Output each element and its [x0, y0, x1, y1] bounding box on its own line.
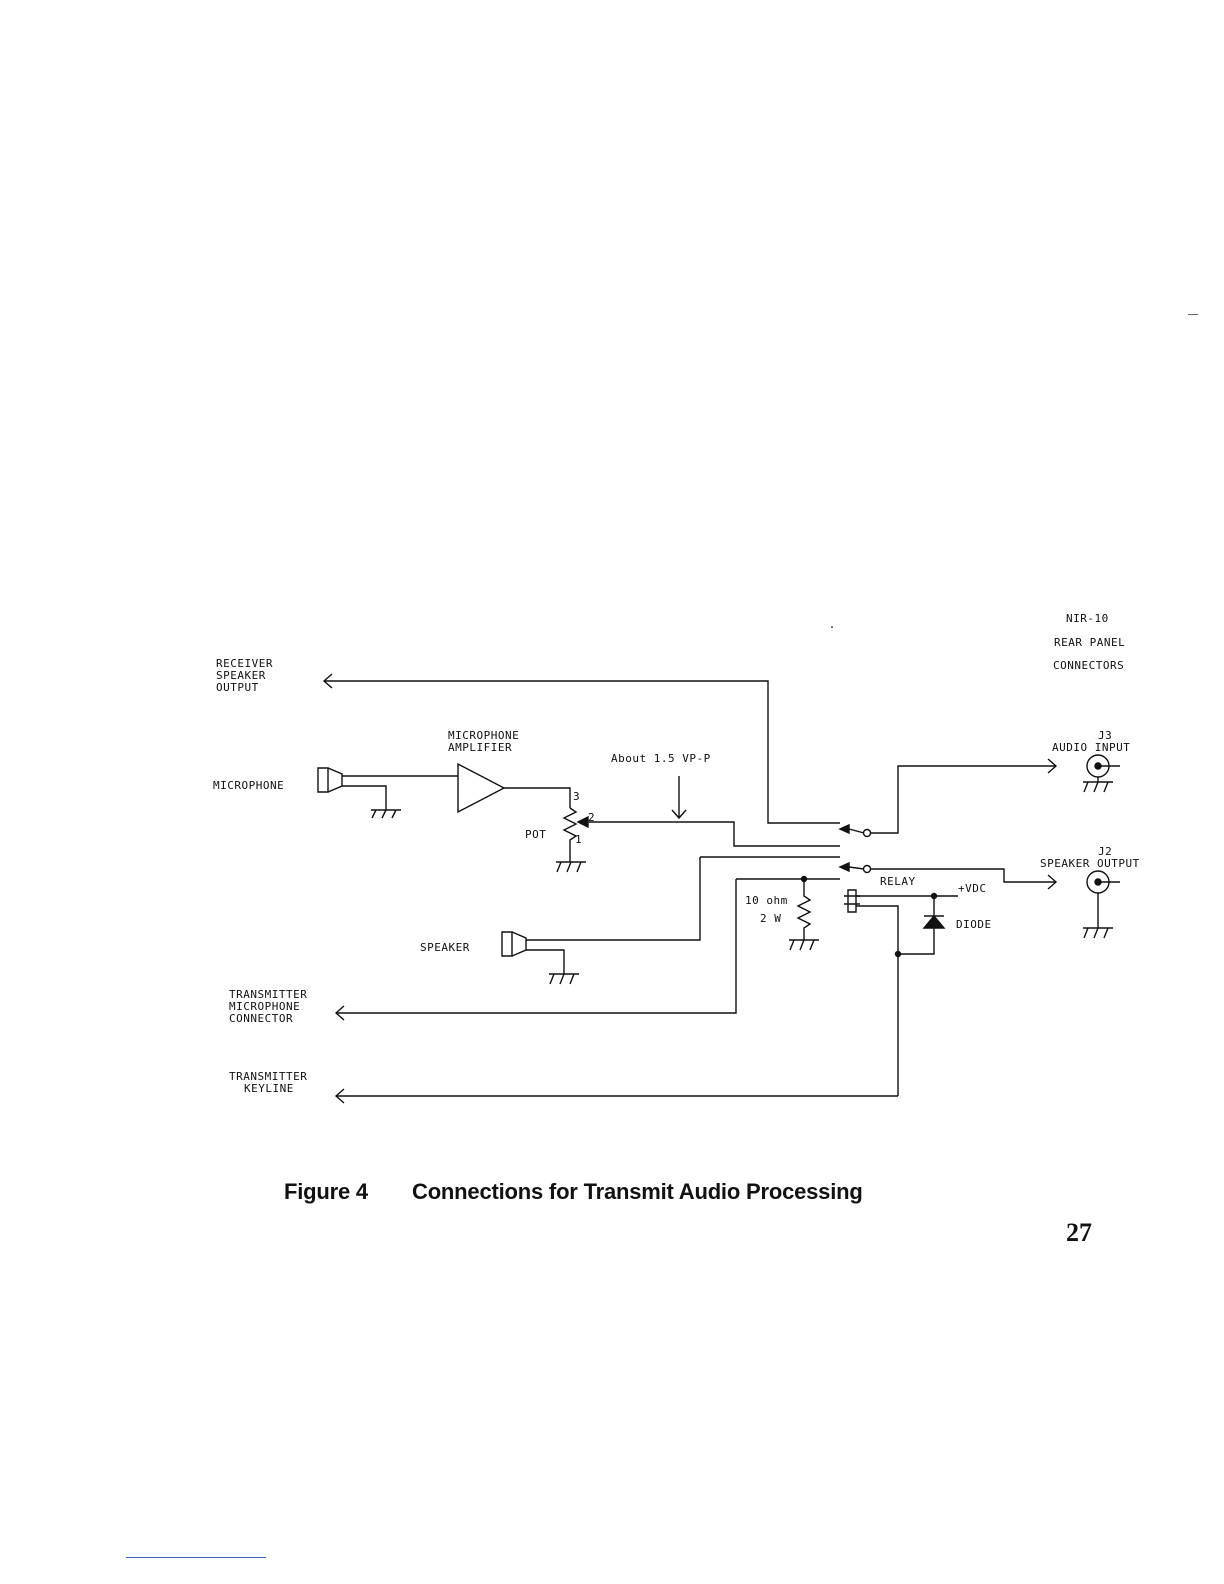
- relay-contact-lower-blade: [849, 867, 864, 869]
- figure-title: Connections for Transmit Audio Processin…: [412, 1179, 863, 1204]
- microphone-icon: [318, 768, 328, 792]
- ground-icon: [1083, 928, 1113, 938]
- diode-label: DIODE: [956, 918, 992, 931]
- figure-number: Figure 4: [284, 1179, 412, 1205]
- j3-audio-input-connector: J3 AUDIO INPUT: [1048, 729, 1130, 792]
- speaker-wire: [526, 857, 700, 940]
- mic-amplifier: MICROPHONE AMPLIFIER: [448, 729, 570, 812]
- pot-pin-1: 1: [575, 833, 582, 846]
- relay-label: RELAY: [880, 875, 916, 888]
- potentiometer: 3 2 1 POT: [525, 790, 840, 872]
- pot-label: POT: [525, 828, 546, 841]
- pot-wiper-wire: [588, 822, 840, 846]
- relay-contact-arrow-icon: [840, 863, 849, 871]
- speaker-cone: [512, 932, 526, 956]
- resistor-label-line1: 10 ohm: [745, 894, 788, 907]
- panel-heading: NIR-10 REAR PANEL CONNECTORS: [1053, 612, 1125, 672]
- speaker-ground-wire: [526, 950, 564, 974]
- level-label: About 1.5 VP-P: [611, 752, 711, 765]
- amp-label-line2: AMPLIFIER: [448, 741, 512, 754]
- ground-icon: [371, 810, 401, 818]
- panel-heading-line2: REAR PANEL: [1054, 636, 1125, 649]
- page-number: 27: [1066, 1218, 1092, 1248]
- level-annotation: About 1.5 VP-P: [611, 752, 711, 818]
- j2-function-label: SPEAKER OUTPUT: [1040, 857, 1140, 870]
- amplifier-triangle-icon: [458, 764, 504, 812]
- pot-pin-3: 3: [573, 790, 580, 803]
- tx-mic-wire: [336, 879, 736, 1013]
- relay-coil-windings: [844, 896, 860, 904]
- tx-mic-connector: TRANSMITTER MICROPHONE CONNECTOR: [229, 879, 736, 1025]
- j2-speaker-output-connector: J2 SPEAKER OUTPUT: [1040, 845, 1140, 938]
- pot-wiper-arrow-icon: [578, 817, 588, 827]
- vdc-label: +VDC: [958, 882, 987, 895]
- tx-keyline: TRANSMITTER KEYLINE: [229, 1070, 898, 1103]
- receiver-label-line3: OUTPUT: [216, 681, 259, 694]
- diode-icon: [924, 916, 944, 928]
- relay-coil-icon: [848, 890, 856, 912]
- resistor-label-line2: 2 W: [760, 912, 781, 925]
- audio-input-wire: [871, 766, 1056, 833]
- relay-contacts: [700, 766, 1056, 882]
- ground-icon: [1083, 782, 1113, 792]
- relay-terminal-upper: [864, 830, 871, 837]
- relay-contact-arrow-icon: [840, 825, 849, 833]
- ground-icon: [556, 862, 586, 872]
- mic-ground-wire: [342, 786, 386, 810]
- speaker-icon: [502, 932, 512, 956]
- relay-coil: RELAY +VDC DIODE: [844, 875, 992, 1096]
- load-resistor: 10 ohm 2 W: [745, 877, 819, 951]
- stray-dot: [831, 626, 833, 628]
- panel-heading-line3: CONNECTORS: [1053, 659, 1124, 672]
- resistor-icon: [798, 879, 810, 940]
- receiver-output: RECEIVER SPEAKER OUTPUT: [216, 657, 840, 823]
- diode-lower-lead: [898, 928, 934, 954]
- j3-function-label: AUDIO INPUT: [1052, 741, 1130, 754]
- microphone-section: MICROPHONE: [213, 768, 458, 818]
- speaker-section: SPEAKER: [420, 857, 700, 984]
- ground-icon: [549, 974, 579, 984]
- relay-terminal-lower: [864, 866, 871, 873]
- pot-resistor-icon: [564, 808, 576, 862]
- tx-mic-label-line3: CONNECTOR: [229, 1012, 293, 1025]
- keyline-wire-vertical: [856, 906, 898, 1096]
- relay-contact-upper-blade: [849, 829, 864, 833]
- microphone-horn: [328, 768, 342, 792]
- receiver-wire: [324, 681, 840, 823]
- speaker-label: SPEAKER: [420, 941, 470, 954]
- ground-icon: [789, 940, 819, 950]
- stray-mark: [1188, 314, 1198, 315]
- microphone-label: MICROPHONE: [213, 779, 284, 792]
- footer-rule: [126, 1557, 266, 1558]
- panel-heading-line1: NIR-10: [1066, 612, 1109, 625]
- amp-to-pot-wire: [504, 788, 570, 808]
- tx-key-label-line2: KEYLINE: [244, 1082, 294, 1095]
